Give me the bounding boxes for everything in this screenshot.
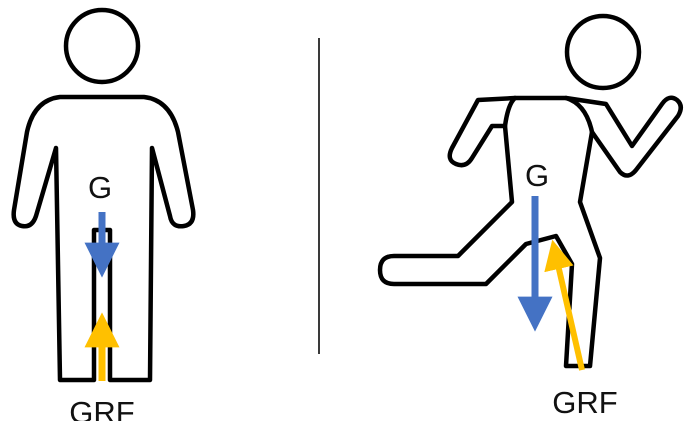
standing-grf-label: GRF (69, 395, 134, 421)
standing-gravity-label: G (88, 170, 112, 205)
running-head (567, 16, 639, 88)
standing-head (66, 10, 138, 82)
running-gravity-label: G (525, 158, 549, 193)
running-grf-label: GRF (552, 385, 617, 420)
running-torso (380, 98, 600, 366)
